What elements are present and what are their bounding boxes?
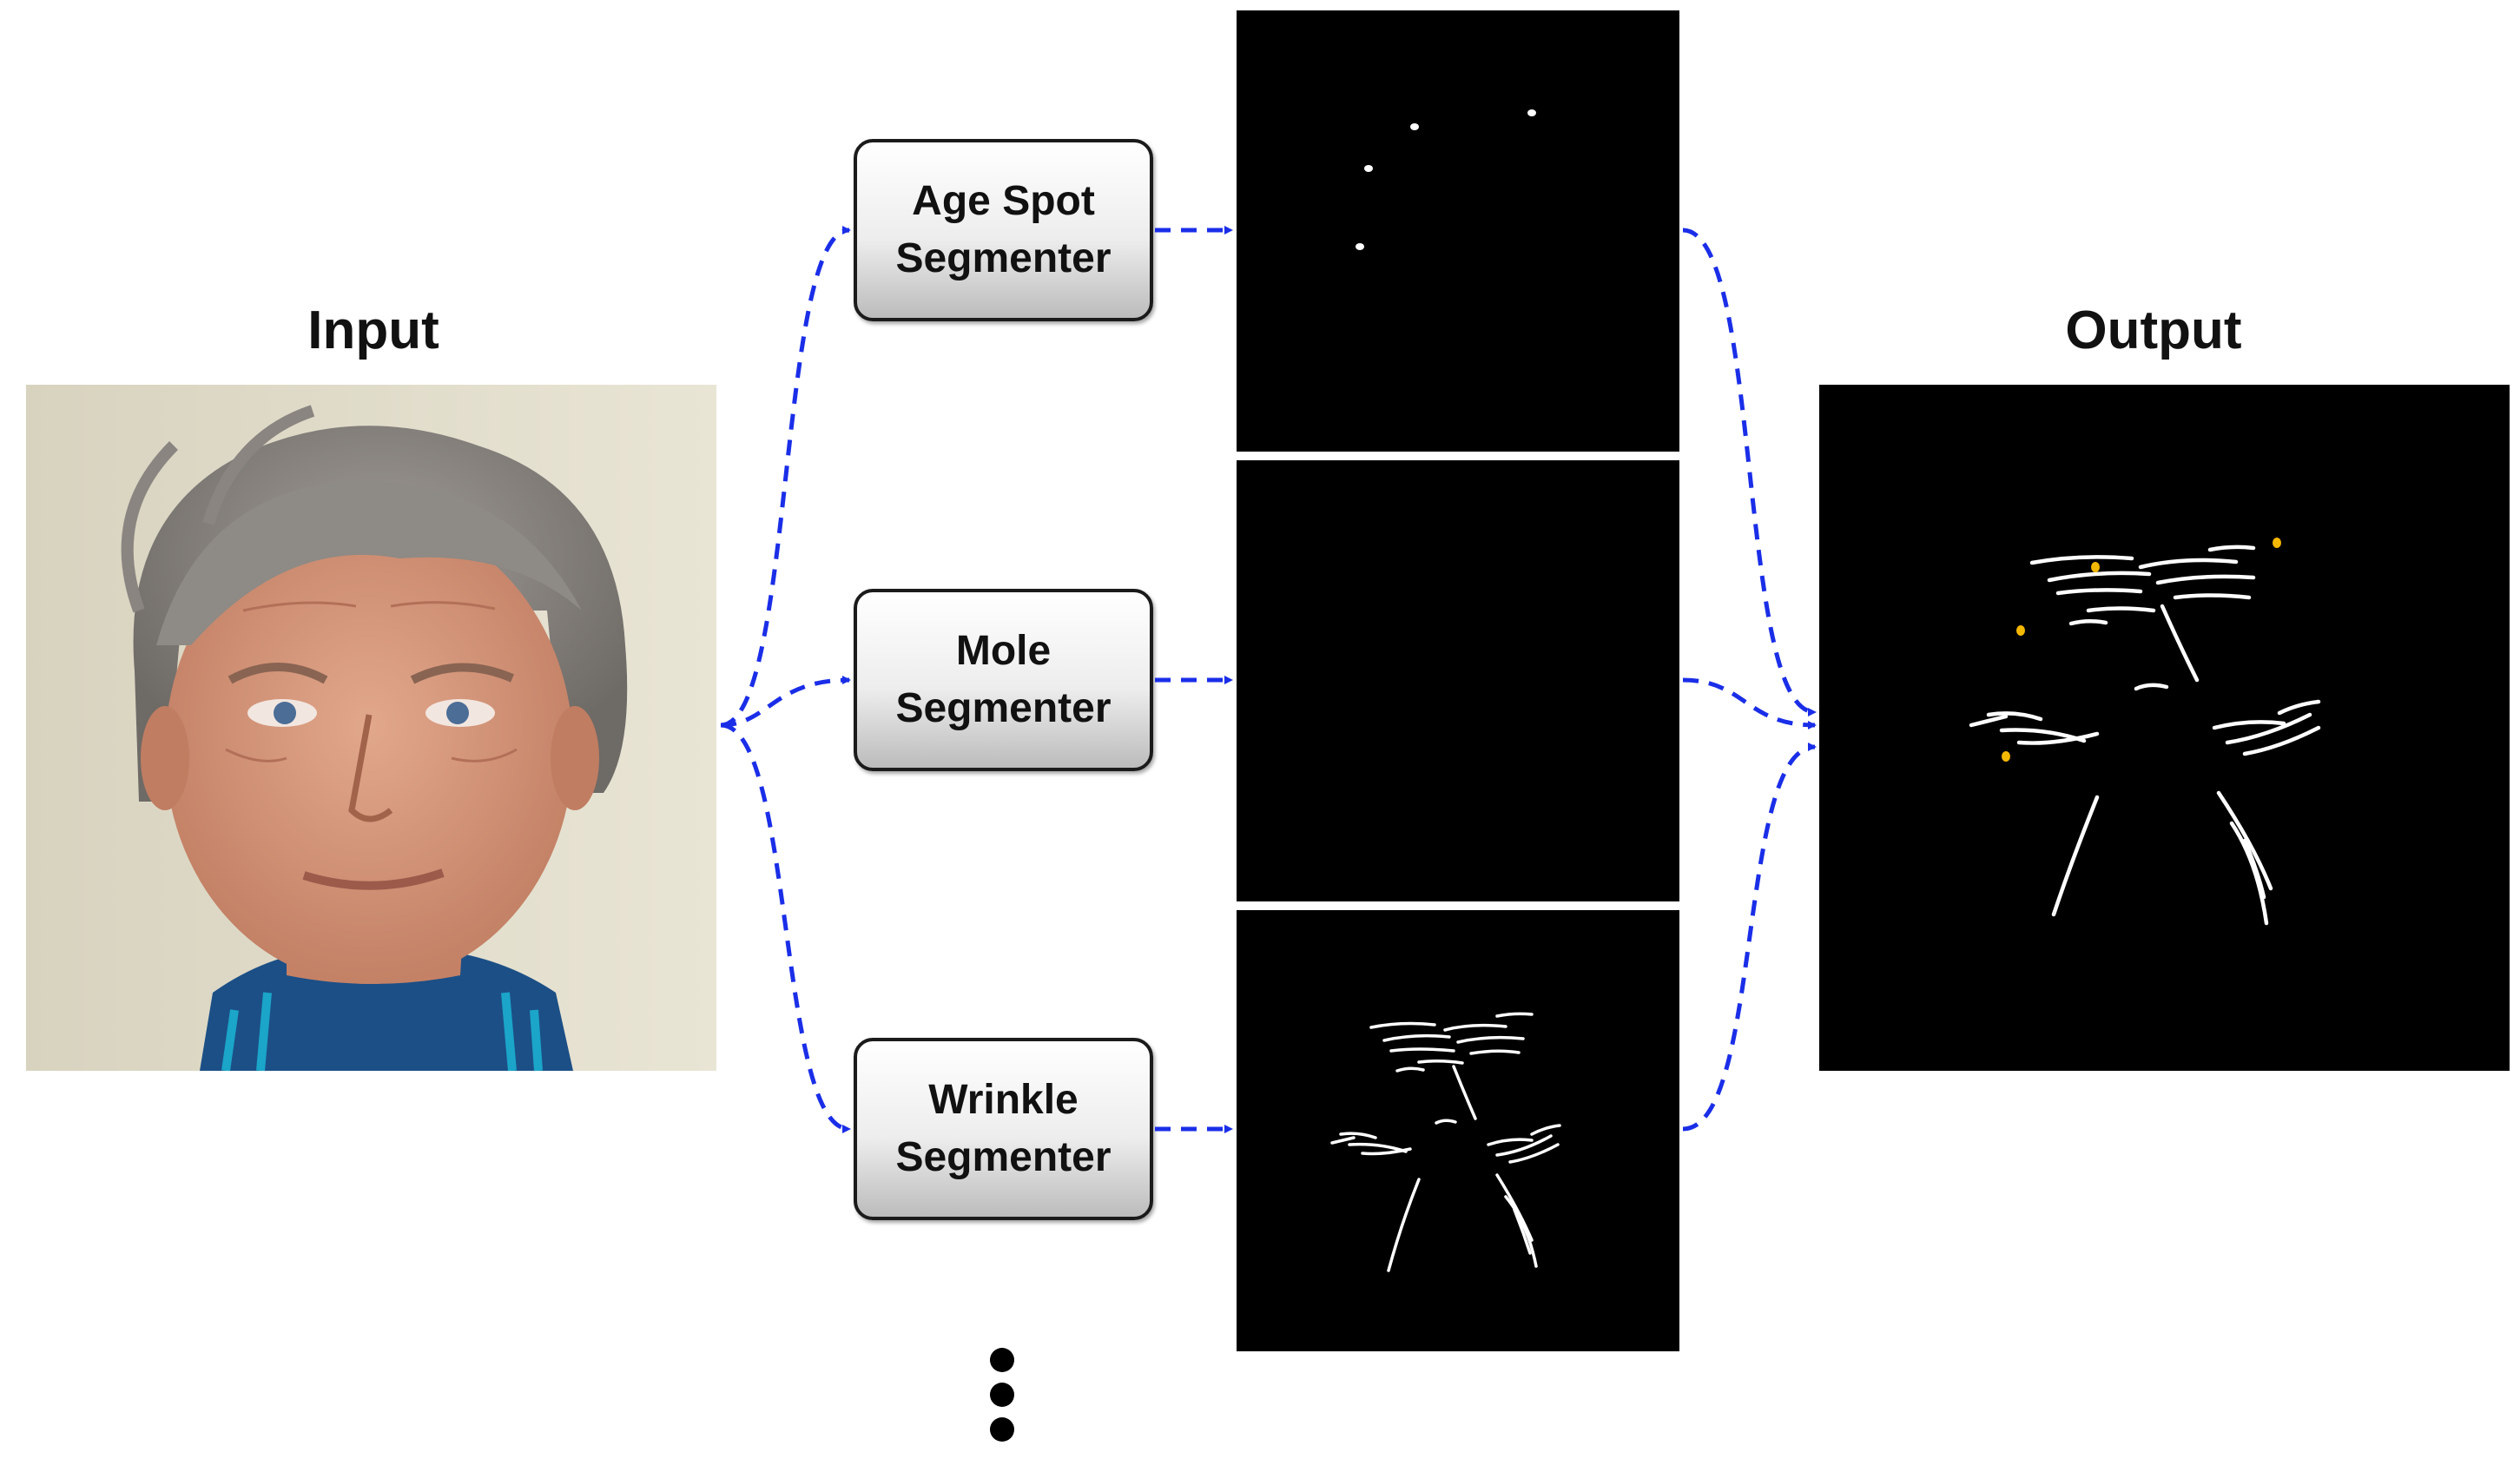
age-spot-mask-image xyxy=(1237,10,1679,452)
ellipsis-dot xyxy=(990,1348,1014,1372)
input-heading: Input xyxy=(307,300,439,360)
age-spot-segmenter-box: Age Spot Segmenter xyxy=(854,139,1153,321)
more-segmenters-ellipsis xyxy=(990,1348,1016,1452)
wrinkle-mask-image xyxy=(1237,910,1679,1351)
mole-segmenter-label-line2: Segmenter xyxy=(895,685,1112,731)
input-to-age-spot-arrow xyxy=(720,226,851,728)
age-spot-segmenter-label-line2: Segmenter xyxy=(895,235,1112,281)
mole-mask-image xyxy=(1237,460,1679,901)
ellipsis-dot xyxy=(990,1417,1014,1442)
input-to-mole-arrow xyxy=(720,676,851,728)
mole-segmenter-box: Mole Segmenter xyxy=(854,589,1153,771)
wrinkle-segmenter-box: Wrinkle Segmenter xyxy=(854,1038,1153,1220)
age-spot-segmenter-label-line1: Age Spot xyxy=(912,178,1095,224)
wrinkle-segmenter-label-line1: Wrinkle xyxy=(928,1077,1079,1123)
input-face-photo xyxy=(26,385,716,1071)
output-heading: Output xyxy=(2065,300,2242,360)
ellipsis-dot xyxy=(990,1383,1014,1407)
input-to-wrinkle-arrow xyxy=(720,723,851,1133)
wrinkle-segmenter-label-line2: Segmenter xyxy=(895,1134,1112,1180)
mole-mask-to-output-arrow xyxy=(1682,677,1817,730)
mole-segmenter-label-line1: Mole xyxy=(955,628,1052,674)
age-spot-mask-to-output-arrow xyxy=(1682,228,1817,716)
wrinkle-mask-to-output-arrow xyxy=(1682,743,1817,1132)
output-combined-map xyxy=(1819,385,2510,1071)
